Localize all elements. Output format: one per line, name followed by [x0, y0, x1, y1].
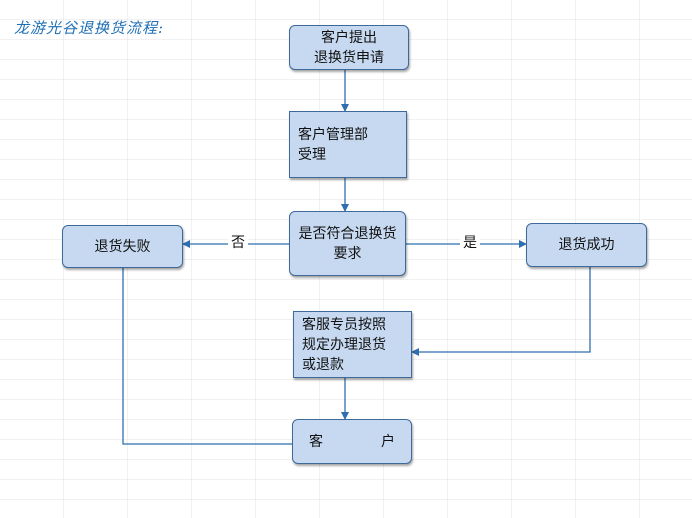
node-return-failed: 退货失败 — [62, 225, 183, 268]
node-line: 规定办理退货 — [302, 336, 386, 353]
edge-label-no: 否 — [228, 235, 248, 251]
node-label-left: 客 — [309, 433, 323, 450]
node-line: 或退款 — [302, 356, 344, 373]
node-line: 受理 — [298, 146, 326, 163]
node-return-success: 退货成功 — [526, 223, 647, 267]
node-line: 退换货申请 — [314, 49, 384, 66]
node-line: 要求 — [333, 245, 362, 262]
node-line: 是否符合退换货 — [298, 225, 397, 242]
page-title: 龙游光谷退换货流程: — [14, 19, 165, 37]
node-check-eligibility: 是否符合退换货 要求 — [289, 211, 406, 276]
node-line: 客户提出 — [321, 29, 377, 46]
node-customer: 客 户 — [292, 419, 412, 464]
node-customer-management-accepts: 客户管理部 受理 — [289, 111, 407, 178]
node-line: 客户管理部 — [298, 126, 368, 143]
node-label: 退货失败 — [94, 238, 151, 255]
node-line: 客服专员按照 — [302, 316, 386, 333]
node-service-processes-refund: 客服专员按照 规定办理退货 或退款 — [293, 311, 412, 378]
node-customer-submits-request: 客户提出 退换货申请 — [289, 25, 409, 70]
edge-success-to-process — [411, 267, 591, 356]
node-label: 退货成功 — [558, 237, 615, 253]
edge-fail-to-customer — [122, 268, 292, 445]
edge-label-yes: 是 — [460, 235, 480, 251]
node-label-right: 户 — [381, 433, 395, 450]
